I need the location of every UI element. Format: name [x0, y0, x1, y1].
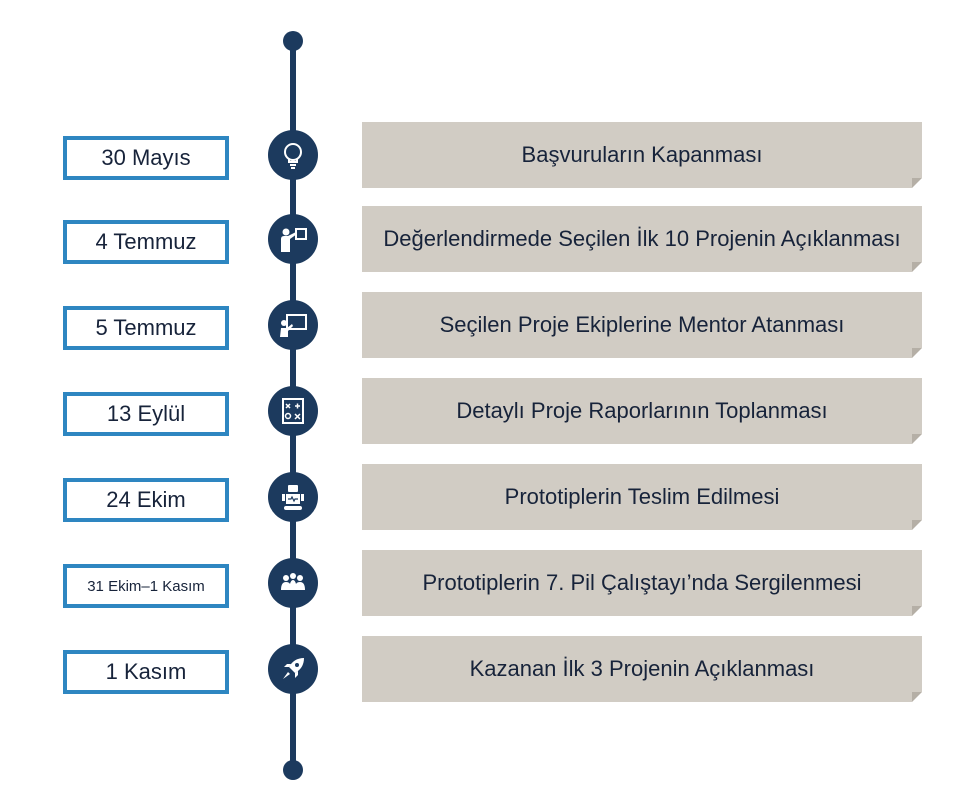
event-label: Seçilen Proje Ekiplerine Mentor Atanması: [362, 292, 922, 358]
timeline-start-dot: [283, 31, 303, 51]
date-label: 24 Ekim: [63, 478, 229, 522]
date-label: 30 Mayıs: [63, 136, 229, 180]
date-label: 31 Ekim–1 Kasım: [63, 564, 229, 608]
timeline-row: 1 Kasım Kazanan İlk 3 Projenin Açıklanma…: [0, 636, 980, 702]
report-formula-icon: [268, 386, 318, 436]
timeline-row: 24 Ekim Prototiplerin Teslim Edilmesi: [0, 464, 980, 530]
event-label: Prototiplerin 7. Pil Çalıştayı’nda Sergi…: [362, 550, 922, 616]
event-label: Değerlendirmede Seçilen İlk 10 Projenin …: [362, 206, 922, 272]
robot-icon: [268, 472, 318, 522]
date-label: 5 Temmuz: [63, 306, 229, 350]
event-label: Detaylı Proje Raporlarının Toplanması: [362, 378, 922, 444]
date-label: 13 Eylül: [63, 392, 229, 436]
timeline-row: 30 Mayıs Başvuruların Kapanması: [0, 122, 980, 188]
date-label: 1 Kasım: [63, 650, 229, 694]
date-label: 4 Temmuz: [63, 220, 229, 264]
presenter-icon: [268, 214, 318, 264]
event-label: Kazanan İlk 3 Projenin Açıklanması: [362, 636, 922, 702]
event-label: Başvuruların Kapanması: [362, 122, 922, 188]
timeline-row: 5 Temmuz Seçilen Proje Ekiplerine Mentor…: [0, 292, 980, 358]
timeline-end-dot: [283, 760, 303, 780]
audience-icon: [268, 558, 318, 608]
event-label: Prototiplerin Teslim Edilmesi: [362, 464, 922, 530]
timeline-row: 13 Eylül Detaylı Proje Raporlarının Topl…: [0, 378, 980, 444]
rocket-icon: [268, 644, 318, 694]
timeline-row: 4 Temmuz Değerlendirmede Seçilen İlk 10 …: [0, 206, 980, 272]
timeline-row: 31 Ekim–1 Kasım Prototiplerin 7. Pil Çal…: [0, 550, 980, 616]
lightbulb-icon: [268, 130, 318, 180]
teacher-board-icon: [268, 300, 318, 350]
